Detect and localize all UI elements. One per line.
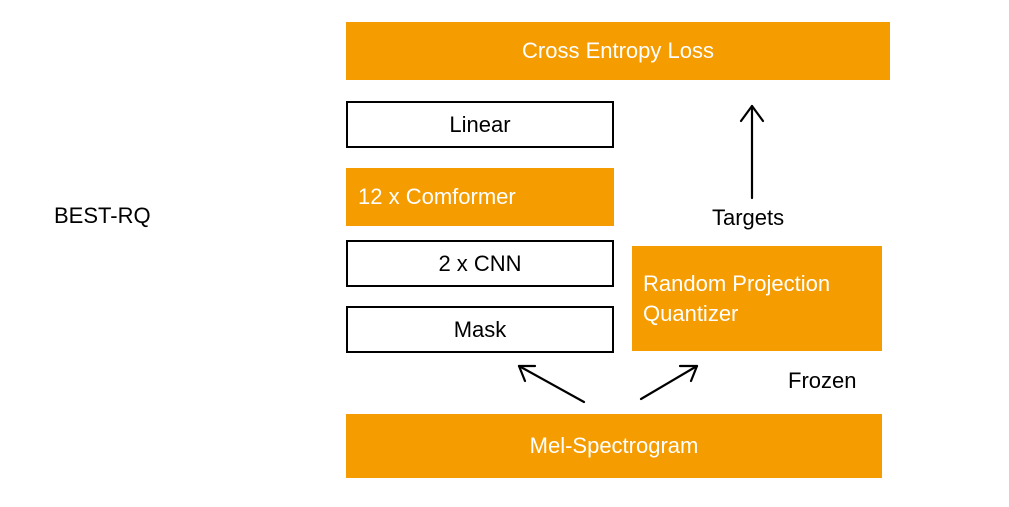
rpq-label-line1: Random Projection xyxy=(643,270,831,296)
mel-spectrogram-block: Mel-Spectrogram xyxy=(346,414,882,478)
mel-to-mask-arrow xyxy=(517,364,586,404)
cnn-block: 2 x CNN xyxy=(346,240,614,287)
diagram-title: BEST-RQ xyxy=(54,203,151,228)
cross-entropy-loss-label: Cross Entropy Loss xyxy=(522,38,714,63)
cnn-label: 2 x CNN xyxy=(438,250,522,276)
targets-label: Targets xyxy=(712,205,785,230)
random-projection-quantizer-block: Random Projection Quantizer xyxy=(632,246,882,351)
linear-label: Linear xyxy=(449,111,511,137)
mel-spectrogram-label: Mel-Spectrogram xyxy=(529,433,699,458)
conformer-block: 12 x Comformer xyxy=(346,168,614,226)
rpq-label-line2: Quantizer xyxy=(643,300,739,326)
mask-block: Mask xyxy=(346,306,614,353)
conformer-label: 12 x Comformer xyxy=(358,184,516,209)
targets-arrow xyxy=(739,104,765,200)
mel-to-quantizer-arrow xyxy=(639,364,699,401)
mask-label: Mask xyxy=(453,316,507,342)
frozen-label: Frozen xyxy=(788,368,857,393)
linear-block: Linear xyxy=(346,101,614,148)
cross-entropy-loss-block: Cross Entropy Loss xyxy=(346,22,890,80)
